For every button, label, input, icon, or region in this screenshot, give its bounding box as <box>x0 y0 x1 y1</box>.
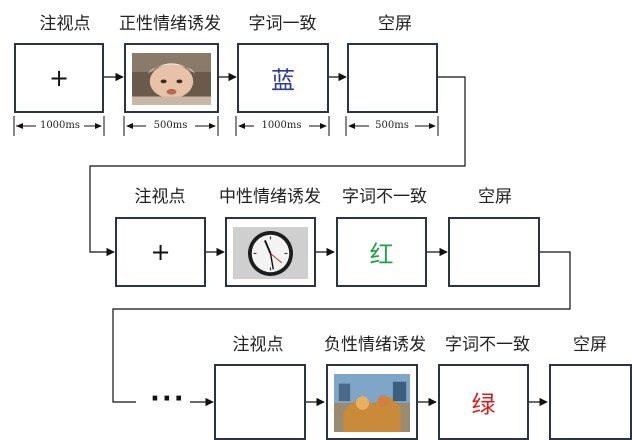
clock-icon <box>233 227 308 279</box>
row3-label-fixation: 注视点 <box>232 335 284 355</box>
row2-label-blank: 空屏 <box>478 187 512 207</box>
row3-label-incongruent: 字词不一致 <box>445 335 530 355</box>
row1-label-fixation: 注视点 <box>39 14 91 34</box>
row3-fixation-screen <box>214 364 306 440</box>
row3-word-screen: 绿 <box>438 364 529 440</box>
row2-label-neutral: 中性情绪诱发 <box>219 187 321 207</box>
row1-label-positive: 正性情绪诱发 <box>119 14 221 34</box>
row3-label-blank: 空屏 <box>573 335 607 355</box>
row1-label-congruent: 字词一致 <box>248 14 317 34</box>
row3-label-negative: 负性情绪诱发 <box>324 335 426 355</box>
row1-label-blank: 空屏 <box>378 14 412 34</box>
row3-blank-screen <box>549 364 632 440</box>
row1-word-screen: 蓝 <box>237 43 329 113</box>
row2-word-screen: 红 <box>336 217 427 287</box>
duration-fixation: 1000ms <box>39 120 81 131</box>
row1-positive-image-screen <box>124 43 219 113</box>
fixation-cross: + <box>150 238 171 266</box>
baby-photo-icon <box>132 53 211 105</box>
fixation-cross: + <box>48 64 70 92</box>
row1-blank-screen <box>347 43 438 113</box>
stimulus-word: 红 <box>369 240 394 269</box>
duration-emotion: 500ms <box>153 120 188 131</box>
row2-label-fixation: 注视点 <box>134 187 186 207</box>
row2-blank-screen <box>448 217 540 287</box>
disaster-photo-icon <box>334 374 410 432</box>
duration-blank: 500ms <box>375 120 409 131</box>
stimulus-word: 蓝 <box>271 66 295 95</box>
row1-fixation-screen: + <box>14 43 104 113</box>
row3-negative-image-screen <box>326 364 418 440</box>
ellipsis: ··· <box>150 384 186 414</box>
duration-word: 1000ms <box>261 120 302 131</box>
stimulus-word: 绿 <box>471 390 496 419</box>
row2-neutral-image-screen <box>225 217 316 287</box>
row2-fixation-screen: + <box>115 217 206 287</box>
row2-label-incongruent: 字词不一致 <box>342 187 427 207</box>
